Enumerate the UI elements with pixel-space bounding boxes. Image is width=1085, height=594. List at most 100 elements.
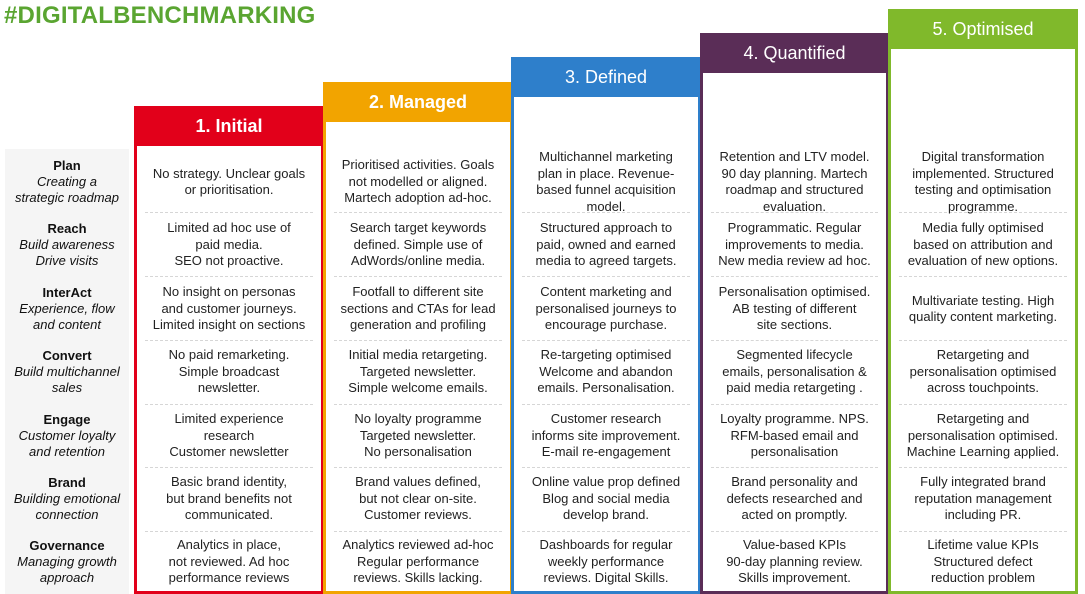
cell-text-line: Limited experience <box>174 411 284 427</box>
row-divider <box>334 276 502 277</box>
row-divider <box>145 404 313 405</box>
row-divider <box>145 340 313 341</box>
row-divider <box>711 404 878 405</box>
row-subtitle-line: Build awareness <box>19 237 115 252</box>
row-title: Plan <box>53 158 81 173</box>
cell-text-line: site sections. <box>756 317 833 333</box>
cell-text-line: Multichannel marketing <box>539 149 673 164</box>
row-divider <box>711 467 878 468</box>
cell-text-line: RFM-based email and <box>730 427 859 443</box>
row-divider <box>899 531 1067 532</box>
cell-interact: Personalisation optimised.AB testing of … <box>709 284 880 334</box>
cell-text-line: Regular performance <box>356 553 480 569</box>
cell-text-line: Prioritised activities. Goals <box>341 157 495 173</box>
cell-text-line: Media fully optimised <box>922 220 1044 236</box>
cell-text-line: Programmatic. Regular <box>727 220 862 236</box>
row-title: InterAct <box>42 285 92 300</box>
row-subtitle-line: and retention <box>29 444 105 459</box>
cell-text-line: Customer reviews. <box>364 507 472 523</box>
column-header: 3. Defined <box>511 57 701 97</box>
column-bottom-strip <box>700 591 889 594</box>
cell-text-line: Analytics reviewed ad-hoc <box>342 537 494 553</box>
row-divider <box>334 340 502 341</box>
row-title: Governance <box>29 538 105 553</box>
cell-text-line: Targeted newsletter. <box>359 427 477 443</box>
cell-text-line: weekly performance <box>547 553 665 569</box>
cell-text-line: programme. <box>947 198 1019 214</box>
cell-text-line: including PR. <box>944 507 1022 523</box>
cell-text-line: paid media. <box>195 236 263 252</box>
row-divider <box>899 467 1067 468</box>
row-divider <box>522 212 690 213</box>
row-subtitle-line: Customer loyalty <box>18 428 116 443</box>
column-header: 2. Managed <box>323 82 513 122</box>
row-title: Brand <box>48 475 86 490</box>
cell-text-line: Structured approach to <box>539 220 673 236</box>
hashtag-title: #DIGITALBENCHMARKING <box>4 2 316 29</box>
row-divider <box>334 531 502 532</box>
row-subtitle-line: connection <box>35 507 99 522</box>
cell-text-line: Multivariate testing. High <box>911 292 1055 308</box>
cell-text-line: implemented. Structured <box>912 165 1054 181</box>
row-divider <box>334 467 502 468</box>
cell-text-line: personalisation <box>750 444 839 460</box>
cell-text-line: Analytics in place, <box>176 537 282 553</box>
cell-text-line: Skills improvement. <box>738 570 851 586</box>
cell-text-line: reduction problem <box>930 570 1036 586</box>
cell-text-line: reputation management <box>914 490 1052 506</box>
cell-text-line: evaluation of new options. <box>907 253 1059 269</box>
row-subtitle-line: and content <box>33 317 101 332</box>
cell-text-line: model. <box>586 198 626 214</box>
cell-engage: Loyalty programme. NPS.RFM-based email a… <box>709 411 880 461</box>
row-subtitle-line: sales <box>51 380 83 395</box>
cell-text-line: quality content marketing. <box>908 309 1058 324</box>
cell-text-line: based on attribution and <box>913 236 1053 252</box>
cell-text-line: research <box>203 427 255 443</box>
cell-text-line: Loyalty programme. NPS. <box>720 411 869 427</box>
row-subtitle-line: Building emotional <box>13 491 121 506</box>
row-subtitle-line: Build multichannel <box>14 364 120 379</box>
cell-text-line: Customer research <box>550 411 662 427</box>
row-subtitle-line: Experience, flow <box>19 301 115 316</box>
column-bottom-strip <box>323 591 513 594</box>
cell-text-line: Structured defect <box>933 553 1033 569</box>
cell-text-line: sections and CTAs for lead <box>340 300 496 316</box>
cell-text-line: Retention and LTV model. <box>719 149 870 164</box>
cell-text-line: media to agreed targets. <box>535 253 677 269</box>
row-divider <box>522 467 690 468</box>
cell-text-line: plan in place. Revenue- <box>537 165 675 181</box>
row-divider <box>899 212 1067 213</box>
cell-text-line: New media review ad hoc. <box>718 253 871 269</box>
column-header: 5. Optimised <box>888 9 1078 49</box>
cell-text-line: AdWords/online media. <box>350 253 486 269</box>
row-subtitle-line: strategic roadmap <box>14 190 120 205</box>
cell-text-line: testing and optimisation <box>914 182 1052 197</box>
cell-text-line: AB testing of different <box>732 300 857 316</box>
row-subtitle-line: Drive visits <box>35 253 99 268</box>
cell-text-line: Content marketing and <box>540 284 672 300</box>
cell-text-line: No insight on personas <box>162 284 296 300</box>
cell-brand: Brand values defined,but not clear on-si… <box>332 474 504 524</box>
cell-text-line: SEO not proactive. <box>174 253 284 269</box>
cell-text-line: No personalisation <box>364 444 472 460</box>
row-divider <box>522 276 690 277</box>
row-divider <box>711 212 878 213</box>
cell-text-line: No paid remarketing. <box>168 347 290 363</box>
column-header: 1. Initial <box>134 106 324 146</box>
cell-text-line: personalisation optimised. <box>907 427 1059 443</box>
cell-text-line: develop brand. <box>562 507 649 523</box>
